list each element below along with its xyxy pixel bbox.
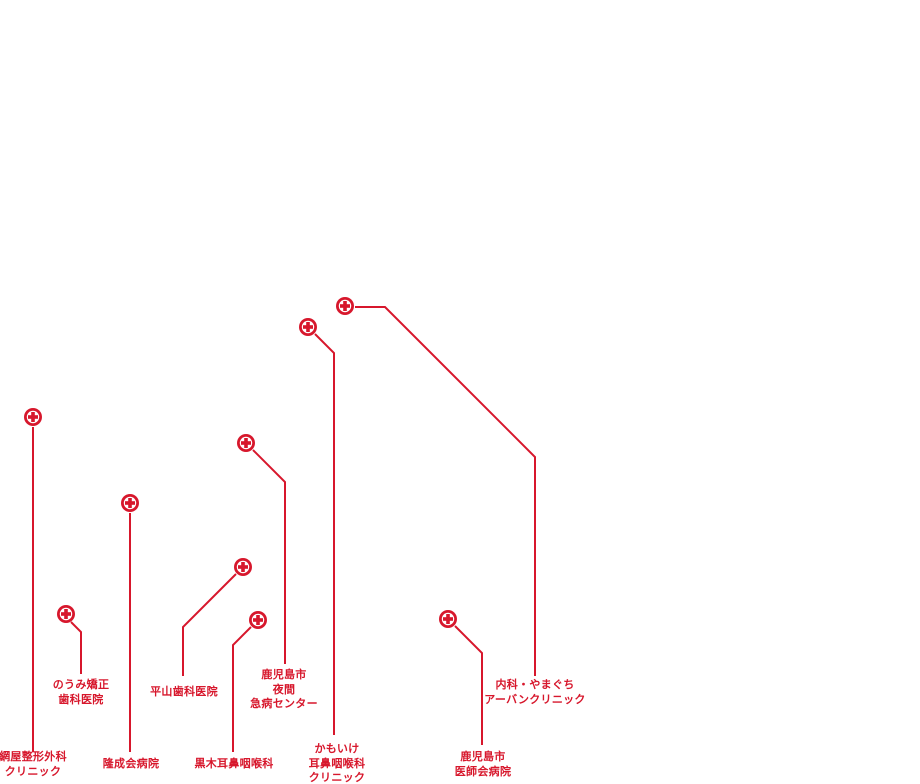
- clinic-label-line: 内科・やまぐち: [495, 678, 575, 691]
- leader-line-yamaguchi: [355, 306, 536, 676]
- clinic-label-line: 黒木耳鼻咽喉科: [194, 757, 274, 770]
- leader-line-noumi: [70, 621, 82, 674]
- cross-in-circle-icon[interactable]: [248, 610, 268, 630]
- cross-in-circle-icon[interactable]: [23, 407, 43, 427]
- clinic-label-yamaguchi[interactable]: 内科・やまぐちアーバンクリニック: [484, 678, 585, 707]
- clinic-label-kamoike[interactable]: かもいけ耳鼻咽喉科クリニック: [309, 742, 366, 784]
- cross-in-circle-icon[interactable]: [438, 609, 458, 629]
- clinic-label-line: 歯科医院: [58, 692, 104, 706]
- clinic-label-line: クリニック: [4, 764, 62, 778]
- leader-line-ishikai: [454, 625, 483, 745]
- clinic-label-amiya[interactable]: 網屋整形外科クリニック: [0, 750, 67, 779]
- clinic-label-line: のうみ矯正: [52, 678, 110, 691]
- cross-in-circle-icon[interactable]: [233, 557, 253, 577]
- clinic-label-line: 耳鼻咽喉科: [308, 756, 366, 770]
- clinic-label-line: 平山歯科医院: [150, 685, 218, 698]
- clinic-label-line: アーバンクリニック: [484, 692, 586, 706]
- clinic-label-ishikai[interactable]: 鹿児島市医師会病院: [455, 750, 512, 779]
- cross-in-circle-icon[interactable]: [298, 317, 318, 337]
- clinic-label-line: 鹿児島市: [261, 668, 307, 681]
- clinic-label-line: クリニック: [308, 771, 366, 784]
- clinic-label-line: 急病センター: [250, 697, 318, 710]
- clinic-label-line: 鹿児島市: [460, 750, 506, 763]
- cross-in-circle-icon[interactable]: [335, 296, 355, 316]
- clinic-label-ryusei[interactable]: 隆成会病院: [103, 757, 160, 772]
- leader-line-kamoike: [314, 333, 335, 735]
- clinic-label-hirayama[interactable]: 平山歯科医院: [150, 685, 218, 700]
- cross-in-circle-icon[interactable]: [120, 493, 140, 513]
- leader-line-kuroki: [232, 626, 252, 752]
- clinic-label-yakan[interactable]: 鹿児島市夜間急病センター: [250, 668, 318, 712]
- leader-line-hirayama: [182, 573, 237, 676]
- clinic-label-line: 夜間: [272, 682, 296, 696]
- leader-line-yakan: [252, 449, 286, 664]
- cross-in-circle-icon[interactable]: [56, 604, 76, 624]
- clinic-label-noumi[interactable]: のうみ矯正歯科医院: [53, 678, 110, 707]
- cross-in-circle-icon[interactable]: [236, 433, 256, 453]
- clinic-label-kuroki[interactable]: 黒木耳鼻咽喉科: [194, 757, 273, 772]
- clinic-label-line: 網屋整形外科: [0, 750, 67, 763]
- clinic-label-line: 隆成会病院: [102, 757, 160, 770]
- clinic-label-line: 医師会病院: [454, 764, 512, 778]
- clinic-label-line: かもいけ: [314, 742, 360, 755]
